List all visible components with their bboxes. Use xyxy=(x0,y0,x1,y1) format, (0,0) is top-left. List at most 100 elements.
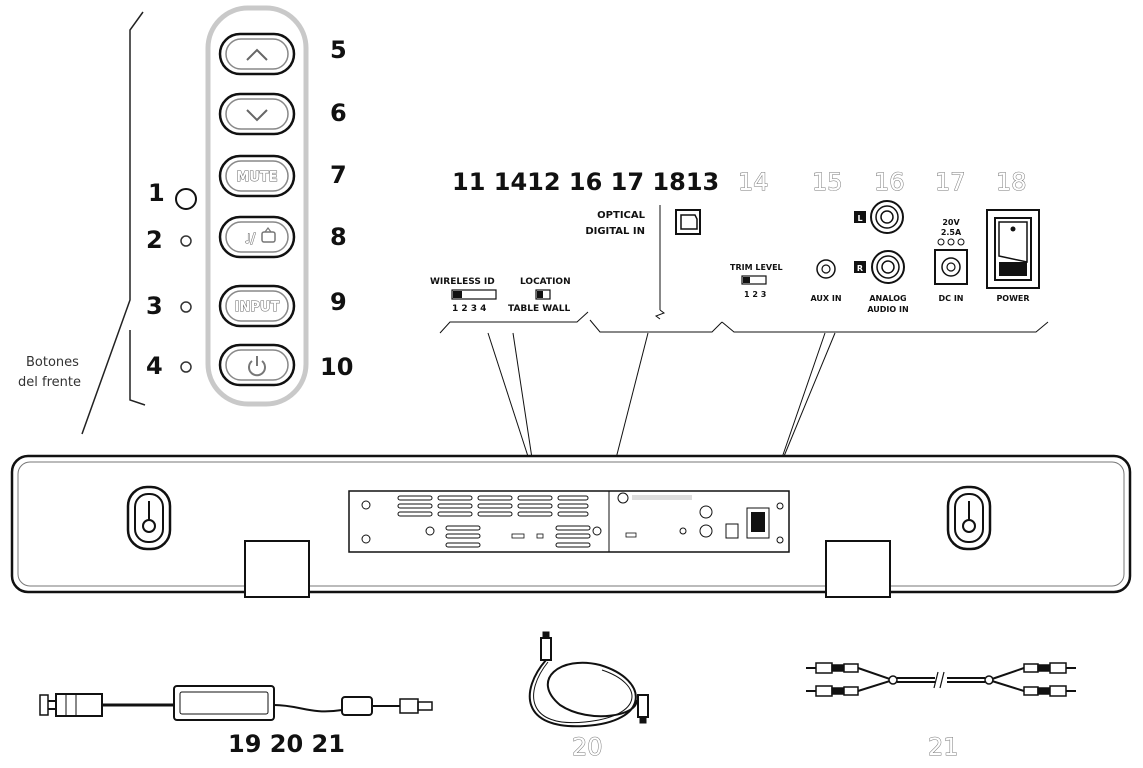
callout-number: 1 xyxy=(148,179,165,207)
dc-rating-voltage: 20V xyxy=(942,218,960,227)
power-adapter xyxy=(39,685,433,721)
rca-left-jack[interactable] xyxy=(870,200,904,234)
callout-number: 20 xyxy=(572,733,603,761)
screw xyxy=(361,500,371,510)
leader-line xyxy=(512,332,536,479)
brand-wordmark xyxy=(632,495,692,500)
callout-number: 15 xyxy=(812,168,843,196)
group-bracket xyxy=(439,311,589,334)
screw xyxy=(776,536,784,544)
brand-logo xyxy=(617,492,629,504)
callout-number: 5 xyxy=(330,36,347,64)
tv-icon xyxy=(261,227,276,243)
analog-label-line2: AUDIO IN xyxy=(867,305,908,314)
wireless-id-slider xyxy=(453,291,462,298)
callout-number: 3 xyxy=(146,292,163,320)
input-button-label: INPUT xyxy=(235,300,280,315)
wireless-id-switch[interactable] xyxy=(451,289,497,300)
callout-number: 21 xyxy=(928,733,959,761)
trim-level-positions: 1 2 3 xyxy=(744,290,766,299)
leader-line xyxy=(487,332,536,479)
rear-header-numbers: 11 1412 16 17 1813 xyxy=(452,168,719,196)
leader-line xyxy=(774,332,836,479)
music-tv-button[interactable]: ♩/ xyxy=(218,215,296,259)
power-icon xyxy=(248,356,266,377)
music-tv-button-label: ♩/ xyxy=(245,232,256,247)
right-channel-letter: R xyxy=(857,264,863,273)
callout-number: 10 xyxy=(320,353,353,381)
rca-right-jack[interactable] xyxy=(871,250,905,284)
aux-in-label: AUX IN xyxy=(810,294,841,303)
group-bracket xyxy=(721,321,1049,333)
leader-line xyxy=(610,332,649,479)
mute-button-label: MUTE xyxy=(236,170,277,185)
mini-aux-jack xyxy=(679,527,687,535)
callout-number: 7 xyxy=(330,161,347,189)
mini-rca-left xyxy=(699,505,713,519)
front-bracket-line xyxy=(81,11,144,435)
optical-label-line1: OPTICAL xyxy=(597,210,645,221)
connector-plate xyxy=(348,490,790,553)
keyhole-mount-left xyxy=(126,485,172,551)
analog-label-line1: ANALOG xyxy=(869,294,906,303)
callout-number: 8 xyxy=(330,223,347,251)
power-rocker-switch[interactable] xyxy=(986,209,1040,289)
location-slider xyxy=(537,291,543,298)
mini-location-switch xyxy=(536,533,544,539)
screw xyxy=(776,502,784,510)
location-positions: TABLE WALL xyxy=(508,304,571,314)
mini-rca-right xyxy=(699,524,713,538)
keyhole-mount-right xyxy=(946,485,992,551)
callout-number: 4 xyxy=(146,352,163,380)
led-indicator xyxy=(180,361,192,373)
mute-button[interactable]: MUTE xyxy=(218,154,296,198)
front-bracket-lower xyxy=(129,330,146,406)
rear-panel-detail: 11 1412 16 17 1813 WIRELESS ID 1 2 3 4 L… xyxy=(430,168,1049,479)
callout-number: 14 xyxy=(738,168,769,196)
left-channel-letter: L xyxy=(857,214,862,223)
power-button[interactable] xyxy=(218,343,296,387)
volume-down-button[interactable] xyxy=(218,92,296,136)
front-buttons-callout: Botones del frente MUTE ♩/ xyxy=(18,5,353,435)
button-panel-frame xyxy=(205,5,309,407)
panel-divider-break xyxy=(654,309,666,320)
input-button[interactable]: INPUT xyxy=(218,284,296,328)
led-indicator xyxy=(180,235,192,247)
right-channel-badge xyxy=(854,261,866,273)
location-label: LOCATION xyxy=(520,277,571,287)
sensor-indicator xyxy=(175,188,197,210)
callout-number: 18 xyxy=(996,168,1027,196)
wireless-id-positions: 1 2 3 4 xyxy=(452,304,486,314)
left-channel-badge xyxy=(854,211,866,223)
screw xyxy=(361,534,371,544)
callout-number: 16 xyxy=(874,168,905,196)
callout-number: 6 xyxy=(330,99,347,127)
soundbar-body xyxy=(10,454,1132,598)
wireless-id-label: WIRELESS ID xyxy=(430,277,495,287)
mini-power-switch xyxy=(746,507,770,539)
optical-label-line2: DIGITAL IN xyxy=(585,226,645,237)
leader-line xyxy=(774,332,826,479)
trim-level-switch[interactable] xyxy=(741,275,767,285)
callout-number: 9 xyxy=(330,288,347,316)
dc-rating-current: 2.5A xyxy=(941,228,962,237)
group-bracket xyxy=(589,319,723,333)
dc-in-jack[interactable] xyxy=(934,249,968,285)
trim-level-slider xyxy=(743,277,750,283)
optical-port[interactable] xyxy=(675,209,701,235)
front-caption-line1: Botones xyxy=(26,355,79,370)
front-caption-line2: del frente xyxy=(18,375,81,390)
mini-trim-switch xyxy=(625,532,637,538)
callout-number: 19 20 21 xyxy=(228,730,345,758)
led-indicator xyxy=(180,301,192,313)
foot-right xyxy=(825,540,891,598)
volume-up-button[interactable] xyxy=(218,32,296,76)
callout-number: 2 xyxy=(146,226,163,254)
mini-wireless-switch xyxy=(511,533,525,539)
screw xyxy=(425,526,435,536)
mini-dc-jack xyxy=(725,523,739,539)
foot-left xyxy=(244,540,310,598)
optical-cable xyxy=(528,631,649,728)
trim-level-label: TRIM LEVEL xyxy=(730,263,783,272)
